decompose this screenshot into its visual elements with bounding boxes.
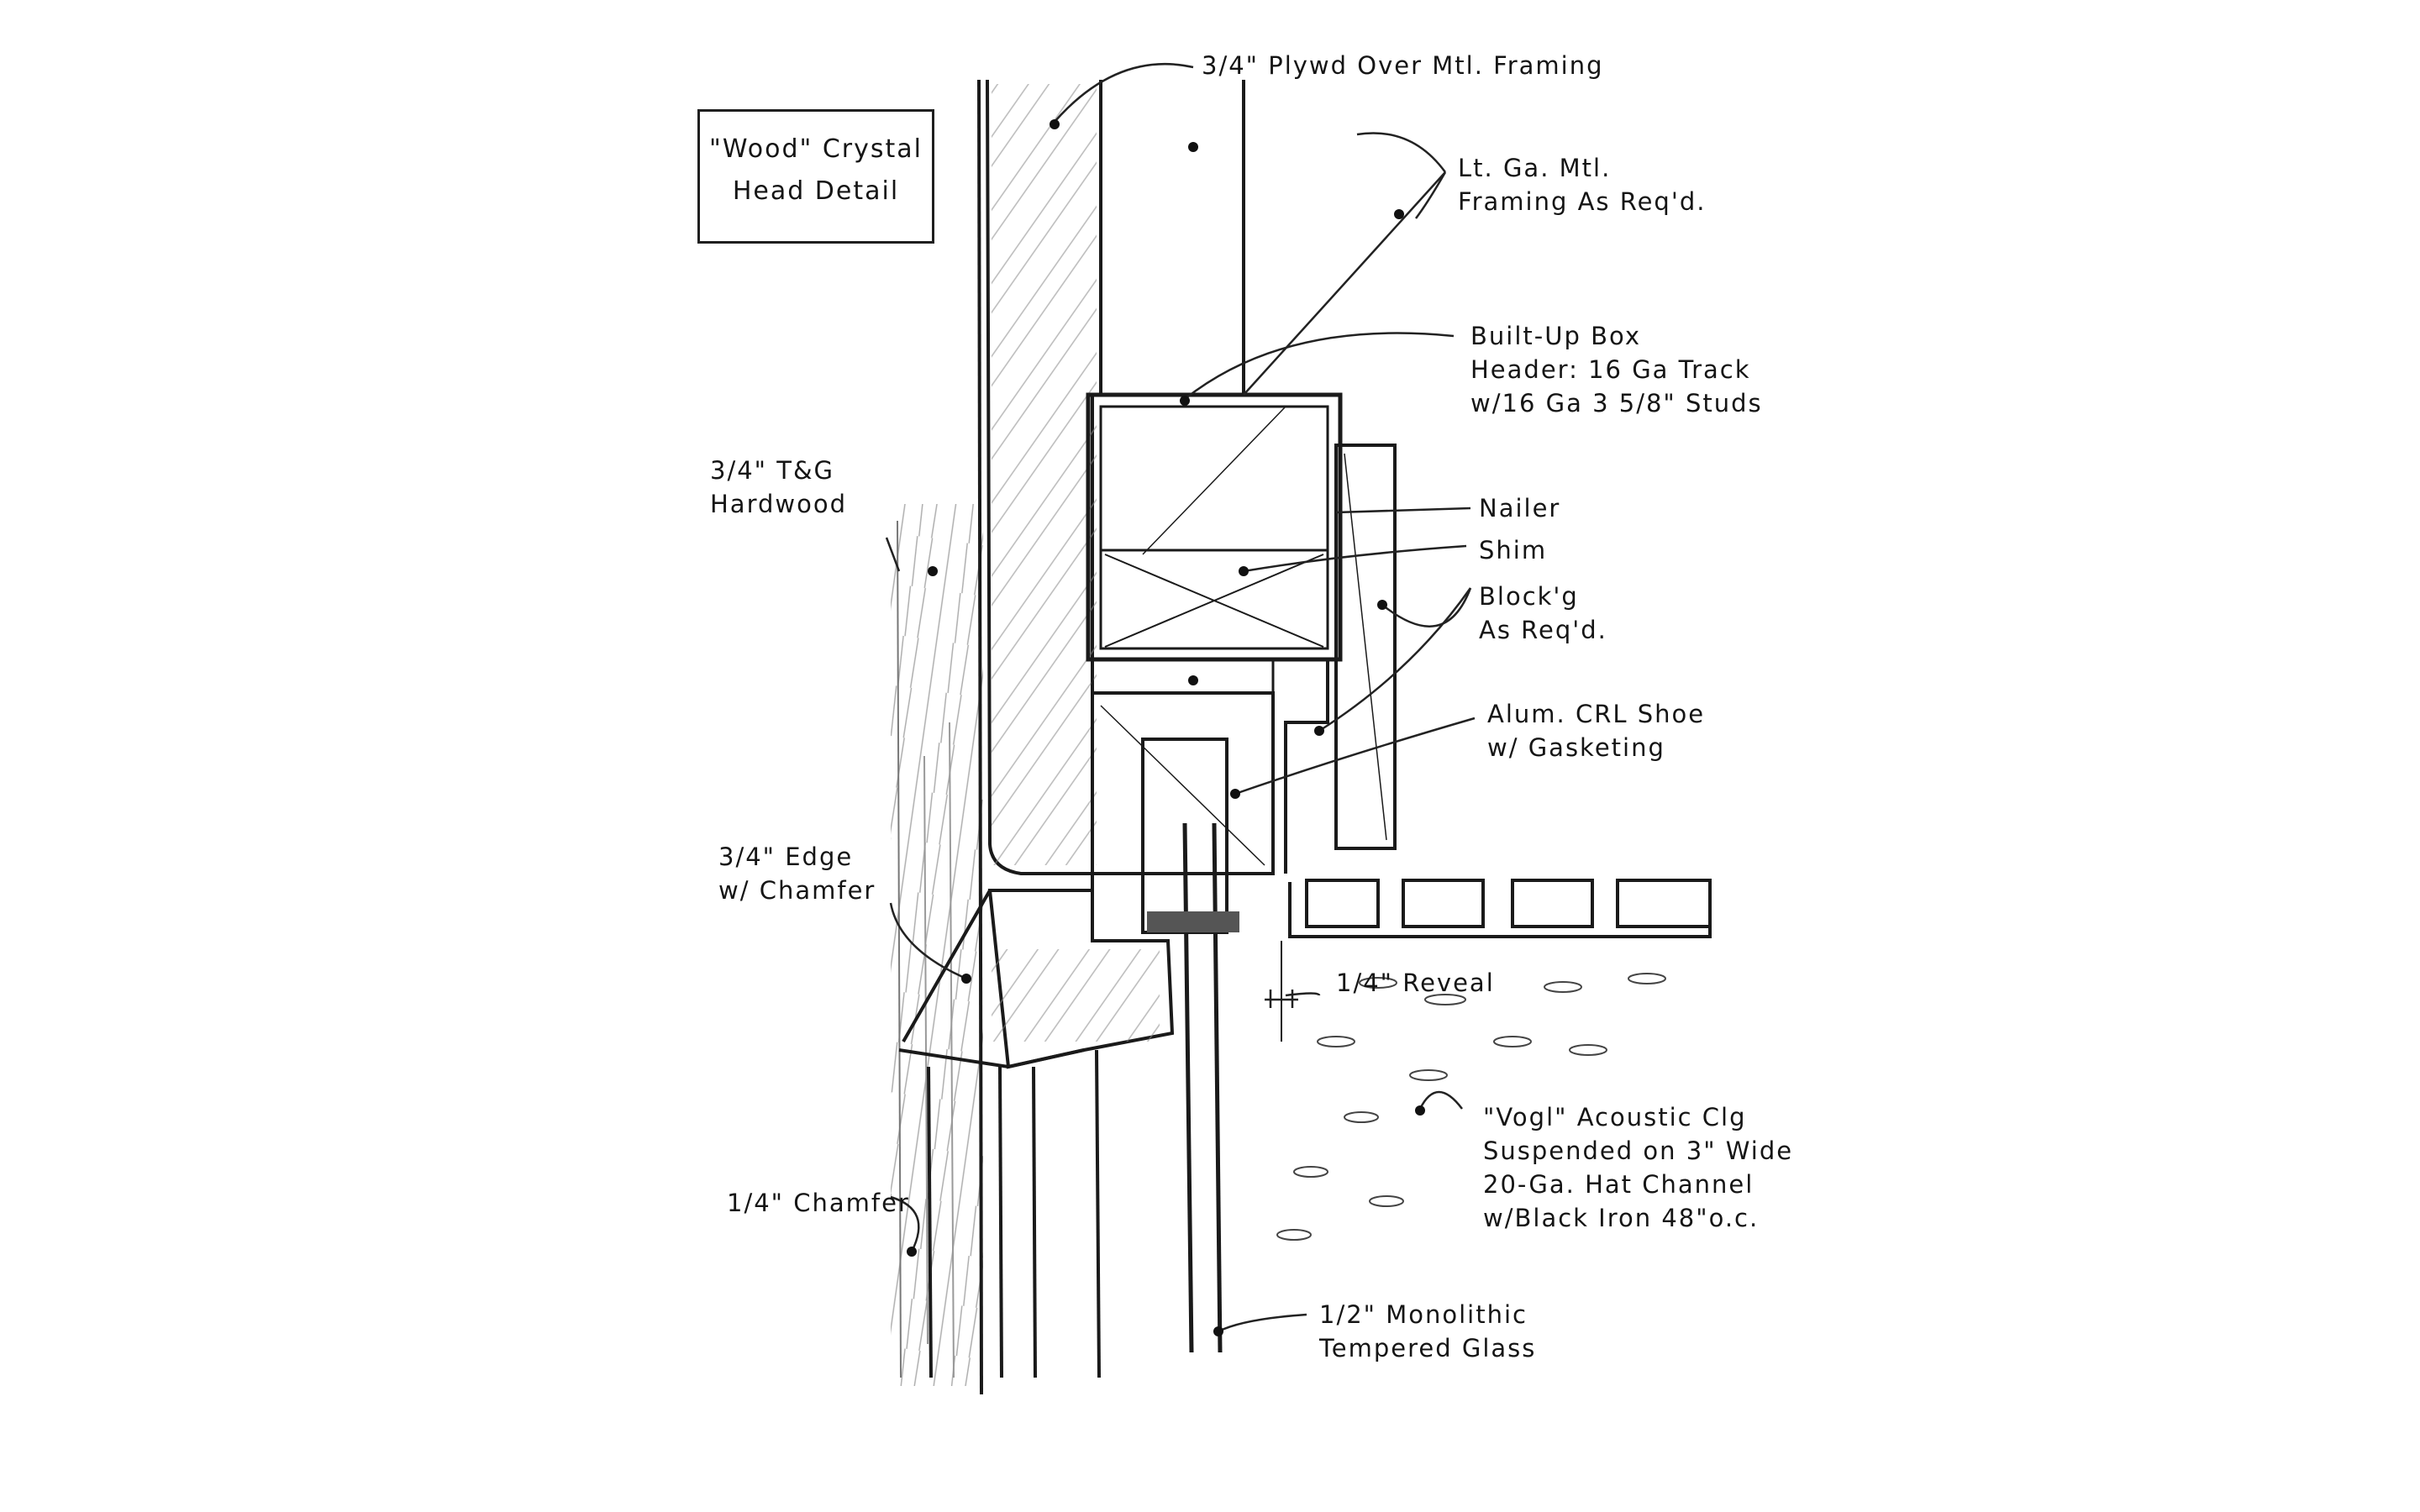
drawing-title-box: "Wood" Crystal Head Detail — [697, 109, 934, 244]
label-shoe-line: w/ Gasketing — [1487, 733, 1665, 762]
label-glass-line: Tempered Glass — [1319, 1334, 1537, 1362]
drawing-title: "Wood" Crystal — [709, 134, 923, 164]
hardwood-panel — [891, 504, 983, 1386]
acoustic-ceiling — [1276, 879, 1712, 1241]
label-blocking-line: As Req'd. — [1479, 616, 1607, 644]
label-hardwood: 3/4" T&G Hardwood — [710, 454, 847, 521]
label-framing-line: Lt. Ga. Mtl. — [1458, 154, 1612, 182]
edge-trim — [898, 889, 1175, 1378]
label-ceiling-line: 20-Ga. Hat Channel — [1483, 1170, 1754, 1199]
label-header-line: Header: 16 Ga Track — [1470, 355, 1751, 384]
label-ceiling-line: Suspended on 3" Wide — [1483, 1137, 1794, 1165]
label-nailer: Nailer — [1479, 494, 1561, 522]
label-framing-line: Framing As Req'd. — [1458, 187, 1707, 216]
label-blocking-line: Block'g — [1479, 582, 1579, 611]
label-chamfer: 1/4" Chamfer — [727, 1189, 910, 1217]
label-ceiling: "Vogl" Acoustic Clg Suspended on 3" Wide… — [1483, 1100, 1793, 1235]
label-reveal: 1/4" Reveal — [1336, 969, 1495, 997]
label-edge-line: w/ Chamfer — [718, 876, 876, 905]
crl-shoe — [1091, 658, 1329, 934]
leader-dots — [907, 119, 1425, 1336]
box-header — [1086, 392, 1397, 850]
label-hardwood-line: 3/4" T&G — [710, 456, 835, 485]
label-blocking: Block'g As Req'd. — [1479, 580, 1607, 647]
label-shoe: Alum. CRL Shoe w/ Gasketing — [1487, 697, 1705, 764]
label-ceiling-line: "Vogl" Acoustic Clg — [1483, 1103, 1747, 1131]
label-glass: 1/2" Monolithic Tempered Glass — [1319, 1298, 1536, 1365]
label-hardwood-line: Hardwood — [710, 490, 848, 518]
label-shoe-line: Alum. CRL Shoe — [1487, 700, 1706, 728]
label-shim: Shim — [1479, 536, 1548, 564]
label-ceiling-line: w/Black Iron 48"o.c. — [1483, 1204, 1760, 1232]
label-edge-line: 3/4" Edge — [718, 843, 854, 871]
label-header-line: w/16 Ga 3 5/8" Studs — [1470, 389, 1763, 417]
label-edge: 3/4" Edge w/ Chamfer — [718, 840, 876, 907]
label-header: Built-Up Box Header: 16 Ga Track w/16 Ga… — [1470, 319, 1763, 420]
label-glass-line: 1/2" Monolithic — [1319, 1300, 1528, 1329]
label-header-line: Built-Up Box — [1470, 322, 1641, 350]
plywood-layer — [977, 79, 1245, 1395]
drawing-subtitle: Head Detail — [732, 176, 900, 206]
label-plywood: 3/4" Plywd Over Mtl. Framing — [1202, 51, 1604, 80]
leader-lines — [885, 62, 1476, 1333]
reveal-dimension — [1265, 990, 1298, 1008]
label-framing: Lt. Ga. Mtl. Framing As Req'd. — [1458, 151, 1706, 218]
glass-pane — [1147, 822, 1239, 1353]
